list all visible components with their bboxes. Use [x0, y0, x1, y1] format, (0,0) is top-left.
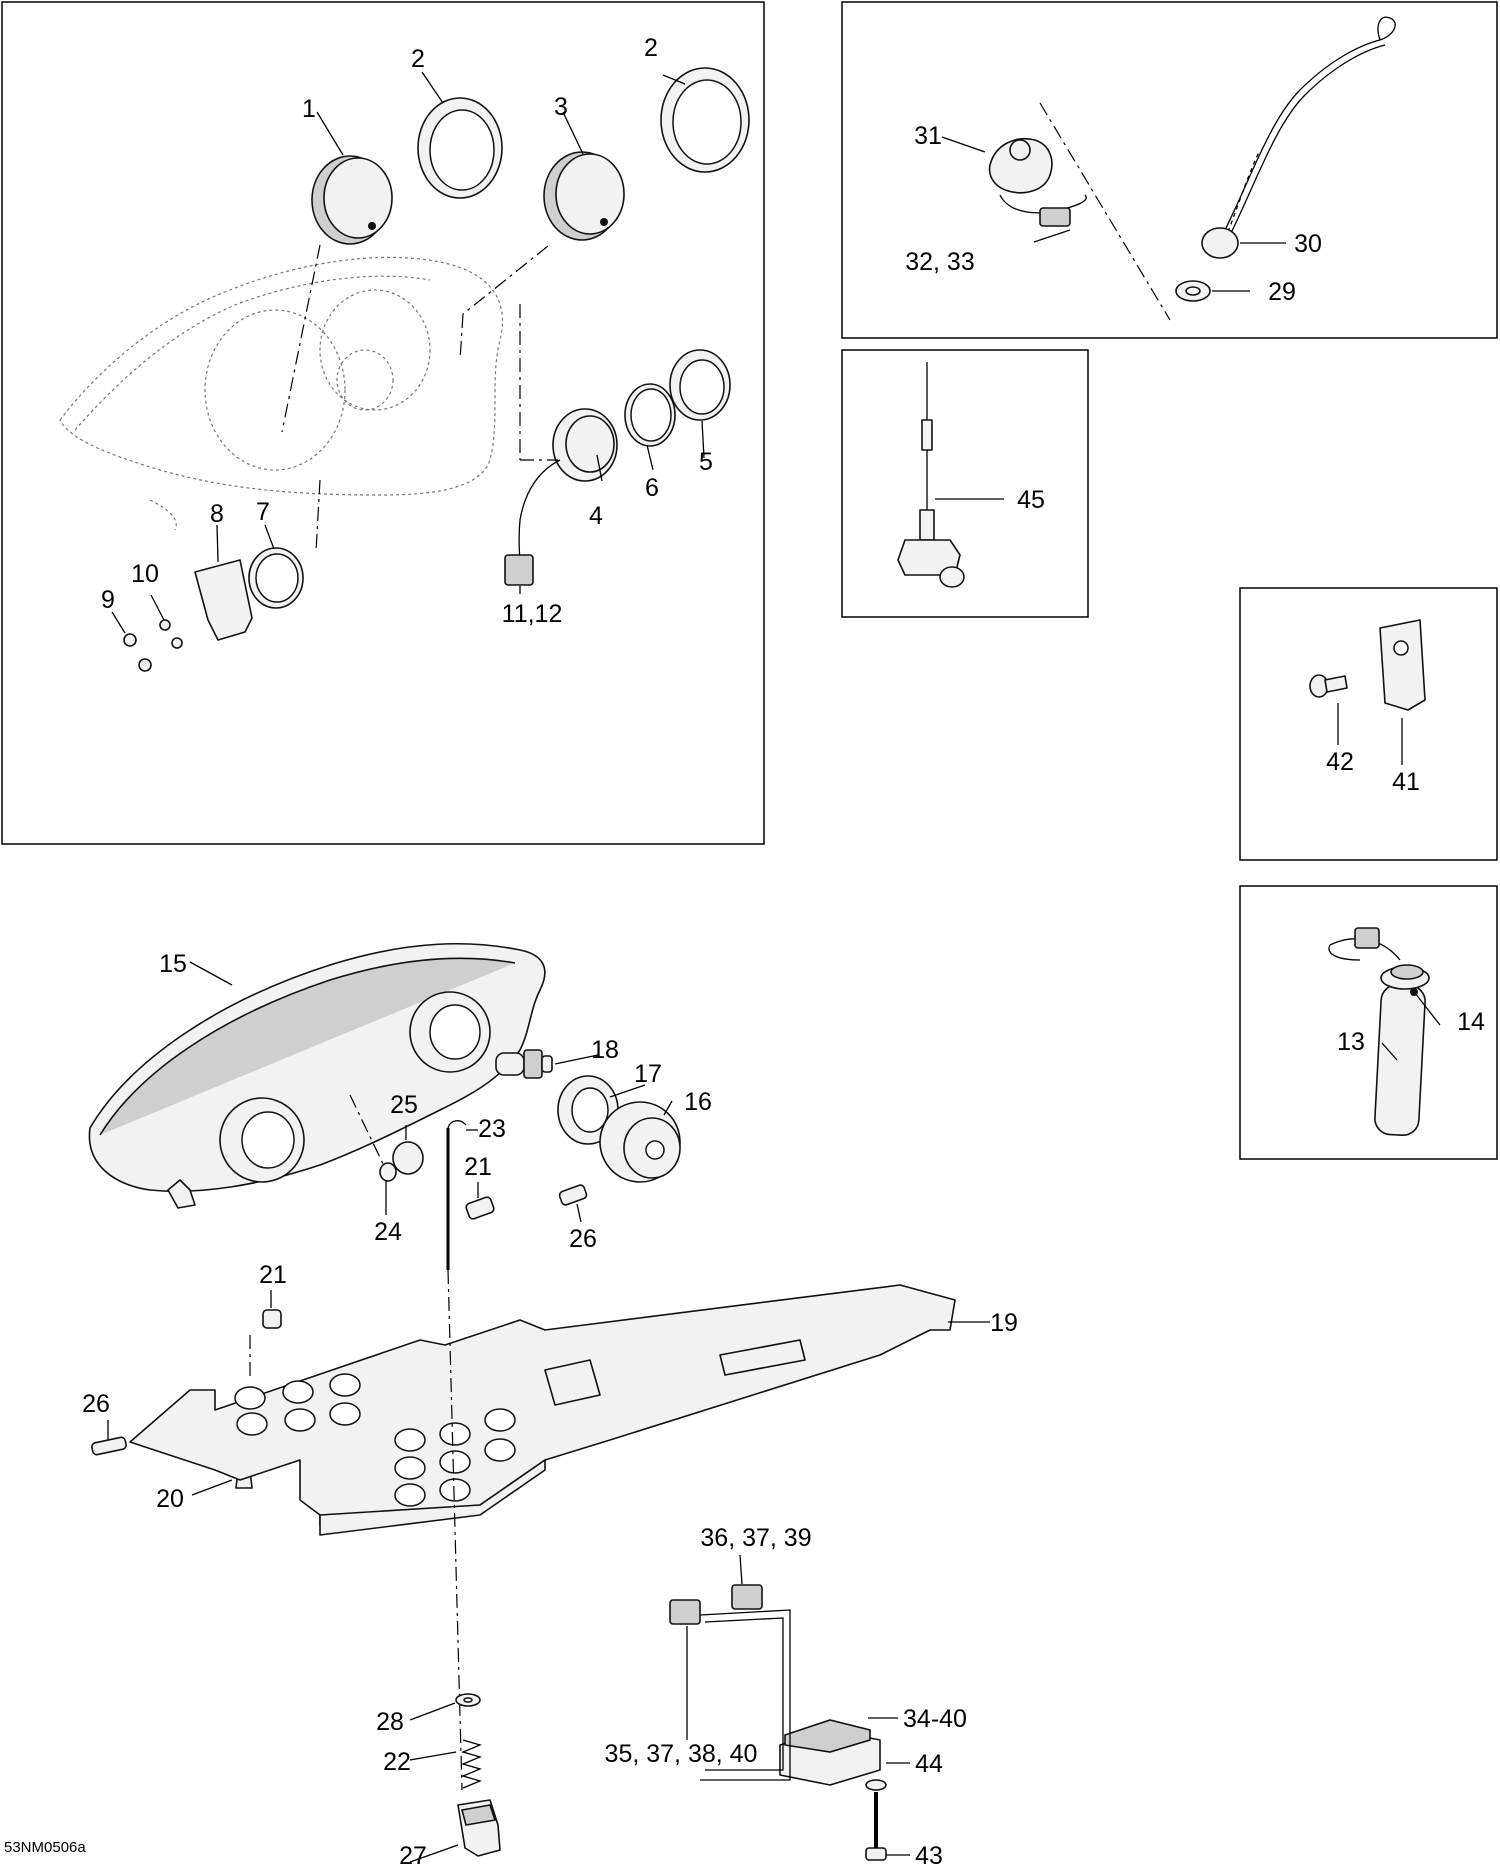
skid-plate-19	[129, 1284, 956, 1536]
switch-31	[988, 138, 1087, 227]
grommet-25	[392, 1141, 424, 1175]
callout-30: 30	[1294, 230, 1322, 258]
bracket-leaders	[1337, 703, 1403, 765]
adjuster-23	[446, 1120, 467, 1270]
callout-4: 4	[589, 502, 603, 530]
bolt-21-left	[262, 1309, 282, 1329]
screw-42	[1309, 674, 1348, 698]
callout-16: 16	[684, 1088, 712, 1116]
fuel-sender-13	[1328, 927, 1430, 1137]
gauge-1	[311, 155, 393, 245]
callout-13: 13	[1337, 1028, 1365, 1056]
bolt-26-right	[558, 1184, 588, 1206]
fuel-sender-leaders	[1381, 988, 1441, 1061]
callout-44: 44	[915, 1750, 943, 1778]
washer-24	[379, 1162, 397, 1182]
spring-22	[461, 1739, 482, 1789]
callout-18: 18	[591, 1036, 619, 1064]
callout-34-40: 34-40	[903, 1705, 967, 1733]
callout-27: 27	[399, 1842, 427, 1870]
callout-20: 20	[156, 1485, 184, 1513]
bezel-2-right	[660, 67, 750, 173]
callout-17: 17	[634, 1060, 662, 1088]
gauge-3	[543, 151, 625, 241]
nuts-washers	[123, 619, 183, 672]
bezel-5	[669, 349, 731, 421]
sensor-panel	[841, 349, 1089, 618]
boot-16	[599, 1101, 681, 1183]
sensor-45	[897, 362, 965, 588]
nut-29	[1175, 280, 1211, 302]
callout-32-33: 32, 33	[905, 248, 975, 276]
callout-21-left: 21	[259, 1261, 287, 1289]
reference-code: 53NM0506a	[4, 1839, 86, 1856]
callout-3: 3	[554, 93, 568, 121]
callout-22: 22	[383, 1748, 411, 1776]
knob-27	[457, 1799, 501, 1857]
callout-10: 10	[131, 560, 159, 588]
callout-45: 45	[1017, 486, 1045, 514]
tether-cord-30	[1201, 16, 1396, 259]
callout-19: 19	[990, 1309, 1018, 1337]
callout-36-37-39: 36, 37, 39	[700, 1524, 811, 1552]
callout-42: 42	[1326, 748, 1354, 776]
callout-5: 5	[699, 448, 713, 476]
callout-23: 23	[478, 1115, 506, 1143]
washer-44	[865, 1779, 887, 1791]
callout-41: 41	[1392, 768, 1420, 796]
callout-31: 31	[914, 122, 942, 150]
lower-leaders	[107, 961, 990, 1863]
bulb-18	[495, 1049, 553, 1079]
callout-21-top: 21	[464, 1153, 492, 1181]
callout-15: 15	[159, 950, 187, 978]
washer-28	[455, 1693, 481, 1707]
small-gauge-4	[504, 408, 618, 586]
bolt-26-left	[91, 1436, 127, 1456]
callout-28: 28	[376, 1708, 404, 1736]
gauge-panel-leaders	[111, 71, 705, 634]
tether-centerline	[1039, 102, 1171, 321]
instrument-housing	[59, 256, 504, 531]
o-ring-6	[624, 383, 676, 447]
callout-26-right: 26	[569, 1225, 597, 1253]
callout-2-left: 2	[411, 45, 425, 73]
bolt-21-top	[465, 1196, 495, 1220]
callout-25: 25	[390, 1091, 418, 1119]
callout-11-12: 11,12	[502, 600, 563, 628]
bracket-41	[1379, 619, 1426, 711]
bracket-8	[194, 559, 253, 641]
bezel-2-left	[417, 97, 503, 199]
callout-14: 14	[1457, 1008, 1485, 1036]
callout-9: 9	[101, 586, 115, 614]
headlamp-housing-15	[88, 942, 546, 1209]
callout-7: 7	[256, 498, 270, 526]
voltage-regulator-34-40	[669, 1584, 881, 1786]
callout-43: 43	[915, 1842, 943, 1870]
callout-24: 24	[374, 1218, 402, 1246]
callout-labels: 1 2 3 2 4 5 6 7 8 9 10 11,12 31 32, 33 3…	[4, 34, 1485, 1870]
callout-29: 29	[1268, 278, 1296, 306]
fuel-sender-panel	[1239, 885, 1498, 1160]
callout-26-left: 26	[82, 1390, 110, 1418]
callout-35-37-38-40: 35, 37, 38, 40	[605, 1740, 758, 1768]
gauge-cluster-panel	[1, 1, 765, 845]
o-ring-7	[248, 547, 304, 609]
callout-6: 6	[645, 474, 659, 502]
bolt-43	[865, 1792, 887, 1861]
callout-1: 1	[302, 95, 316, 123]
callout-2-right: 2	[644, 34, 658, 62]
gauge-centerlines	[281, 244, 558, 553]
bracket-panel	[1239, 587, 1498, 861]
tether-switch-panel	[841, 1, 1498, 339]
tether-panel-leaders	[941, 136, 1286, 292]
callout-8: 8	[210, 500, 224, 528]
